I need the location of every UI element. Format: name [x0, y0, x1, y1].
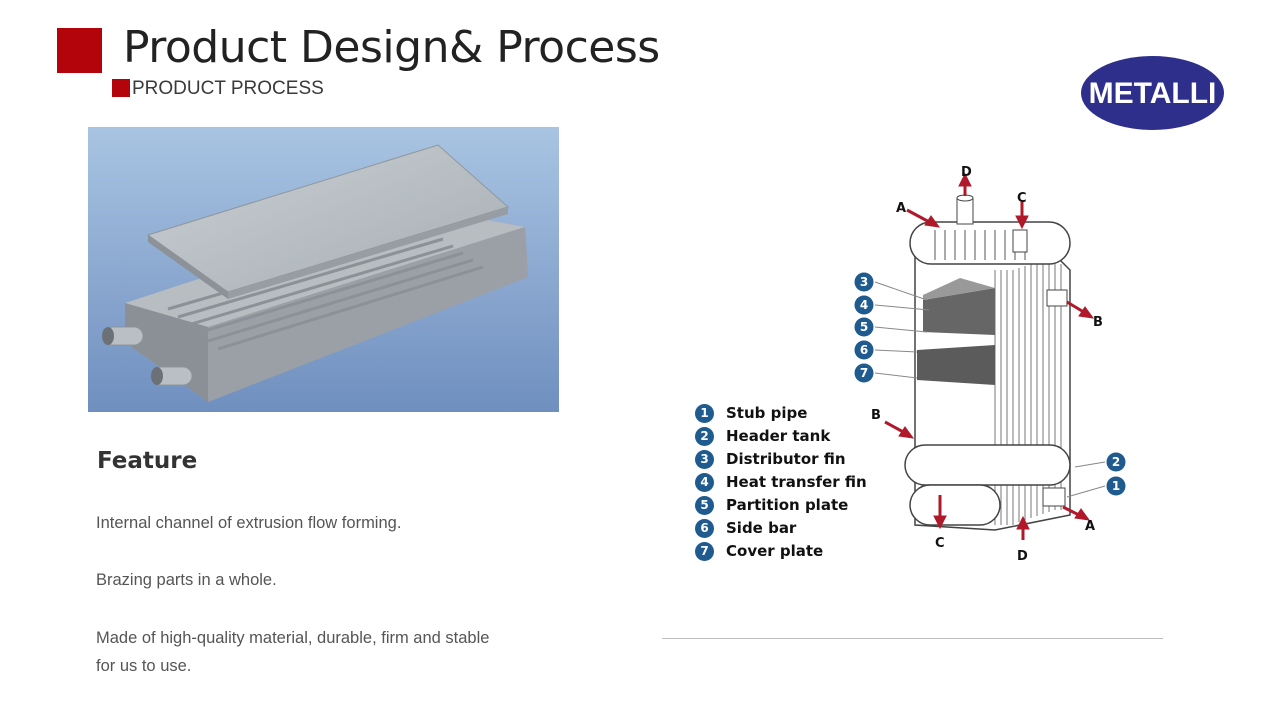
flow-label-a-bottom: A [1085, 519, 1095, 534]
subtitle-accent-square [112, 79, 130, 97]
legend-item-6: 6 Side bar [695, 518, 796, 538]
legend-badge: 5 [695, 495, 714, 515]
legend-label: Distributor fin [726, 450, 846, 468]
legend-label: Cover plate [726, 542, 824, 560]
flow-label-c-top: C [1017, 191, 1027, 206]
callout-5: 5 [860, 320, 868, 334]
legend-label: Heat transfer fin [726, 473, 867, 491]
feature-heading: Feature [97, 448, 198, 474]
legend-badge: 6 [695, 518, 714, 538]
callout-2: 2 [1112, 455, 1120, 469]
logo-text: METALLI [1089, 77, 1217, 110]
legend-badge: 1 [695, 403, 714, 423]
legend-label: Side bar [726, 519, 797, 537]
feature-item-2: Brazing parts in a whole. [96, 571, 277, 589]
legend-item-1: 1 Stub pipe [695, 403, 807, 423]
flow-label-b-left: B [871, 408, 881, 423]
legend-label: Partition plate [726, 496, 849, 514]
flow-label-d-bottom: D [1017, 549, 1028, 564]
legend-label: Stub pipe [726, 404, 808, 422]
callout-1: 1 [1112, 479, 1120, 493]
callout-3: 3 [860, 275, 868, 289]
legend-item-5: 5 Partition plate [695, 495, 848, 515]
feature-item-3: Made of high-quality material, durable, … [96, 629, 490, 675]
callout-4: 4 [860, 298, 868, 312]
callout-6: 6 [860, 343, 868, 357]
legend-item-2: 2 Header tank [695, 426, 830, 446]
legend-item-7: 7 Cover plate [695, 541, 823, 561]
cold-plate-image [88, 127, 559, 412]
exchanger-drawing: A D C B B C D A 3 4 5 6 7 2 1 [854, 165, 1126, 564]
legend-item-4: 4 Heat transfer fin [695, 472, 867, 492]
legend-label: Header tank [726, 427, 831, 445]
bottom-divider [662, 638, 1163, 639]
flow-label-b-right: B [1093, 315, 1103, 330]
metalli-logo: METALLI [1081, 56, 1224, 130]
title-accent-square [57, 28, 102, 73]
page-subtitle: PRODUCT PROCESS [132, 78, 324, 99]
heat-exchanger-diagram: A D C B B C D A 3 4 5 6 7 2 1 1 Stub pip… [695, 160, 1140, 570]
flow-label-d-top: D [961, 165, 972, 180]
flow-label-a-top: A [896, 201, 906, 216]
legend-badge: 4 [695, 472, 714, 492]
feature-item-1: Internal channel of extrusion flow formi… [96, 514, 402, 532]
page-title: Product Design& Process [123, 22, 660, 73]
legend-badge: 7 [695, 541, 714, 561]
callout-7: 7 [860, 366, 868, 380]
legend-badge: 3 [695, 449, 714, 469]
legend-badge: 2 [695, 426, 714, 446]
flow-label-c-bottom: C [935, 536, 945, 551]
legend-item-3: 3 Distributor fin [695, 449, 846, 469]
